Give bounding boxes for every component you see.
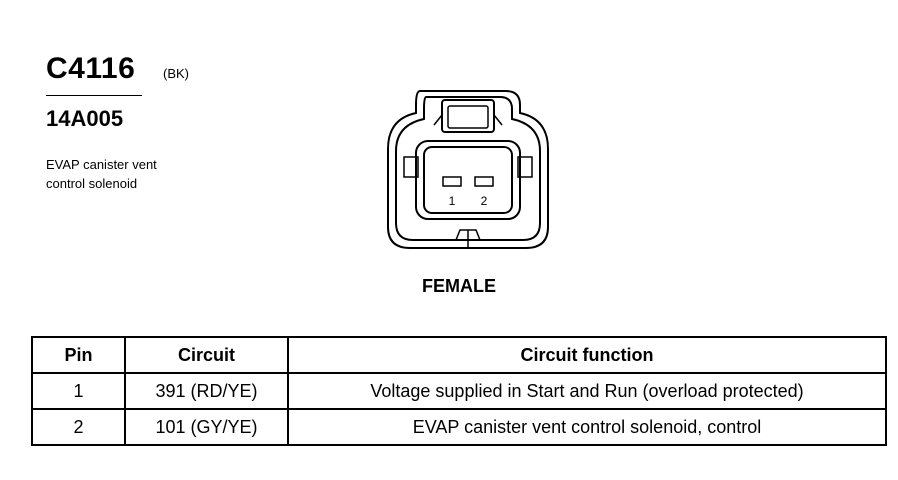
table-header-row: Pin Circuit Circuit function — [31, 336, 887, 374]
component-description: EVAP canister vent control solenoid — [46, 155, 246, 193]
connector-outer-shell — [387, 90, 549, 249]
title-underline — [46, 95, 142, 96]
header-pin: Pin — [31, 336, 126, 374]
connector-gender-label: FEMALE — [422, 276, 496, 296]
locking-tab — [441, 99, 495, 133]
table-row: 1 391 (RD/YE) Voltage supplied in Start … — [31, 372, 887, 410]
pin-label: 1 — [449, 194, 456, 208]
header-circuit-function: Circuit function — [287, 336, 887, 374]
right-side-rib — [517, 156, 533, 178]
pin-2-terminal — [474, 176, 494, 187]
lock-line-right — [493, 114, 503, 126]
cell-circuit: 101 (GY/YE) — [124, 408, 289, 446]
pin-1-terminal — [442, 176, 462, 187]
left-side-rib — [403, 156, 419, 178]
pin-label: 2 — [481, 194, 488, 208]
cell-function: EVAP canister vent control solenoid, con… — [287, 408, 887, 446]
description-line: EVAP canister vent — [46, 157, 157, 172]
cell-function: Voltage supplied in Start and Run (overl… — [287, 372, 887, 410]
terminal-cavity-inner — [423, 146, 513, 214]
cell-pin: 1 — [31, 372, 126, 410]
connector-id: C4116 — [46, 52, 136, 85]
part-number: 14A005 — [46, 106, 124, 131]
pinout-table: Pin Circuit Circuit function 1 391 (RD/Y… — [31, 336, 887, 446]
connector-face-diagram: 1 2 — [387, 90, 549, 249]
header-circuit: Circuit — [124, 336, 289, 374]
cell-pin: 2 — [31, 408, 126, 446]
description-line: control solenoid — [46, 176, 138, 191]
cell-circuit: 391 (RD/YE) — [124, 372, 289, 410]
lock-line-left — [433, 114, 443, 126]
terminal-cavity-outer — [415, 140, 521, 220]
connector-inner-shell — [395, 96, 541, 241]
locking-tab-inner — [447, 105, 489, 129]
connector-color: (BK) — [163, 66, 189, 81]
table-row: 2 101 (GY/YE) EVAP canister vent control… — [31, 408, 887, 446]
